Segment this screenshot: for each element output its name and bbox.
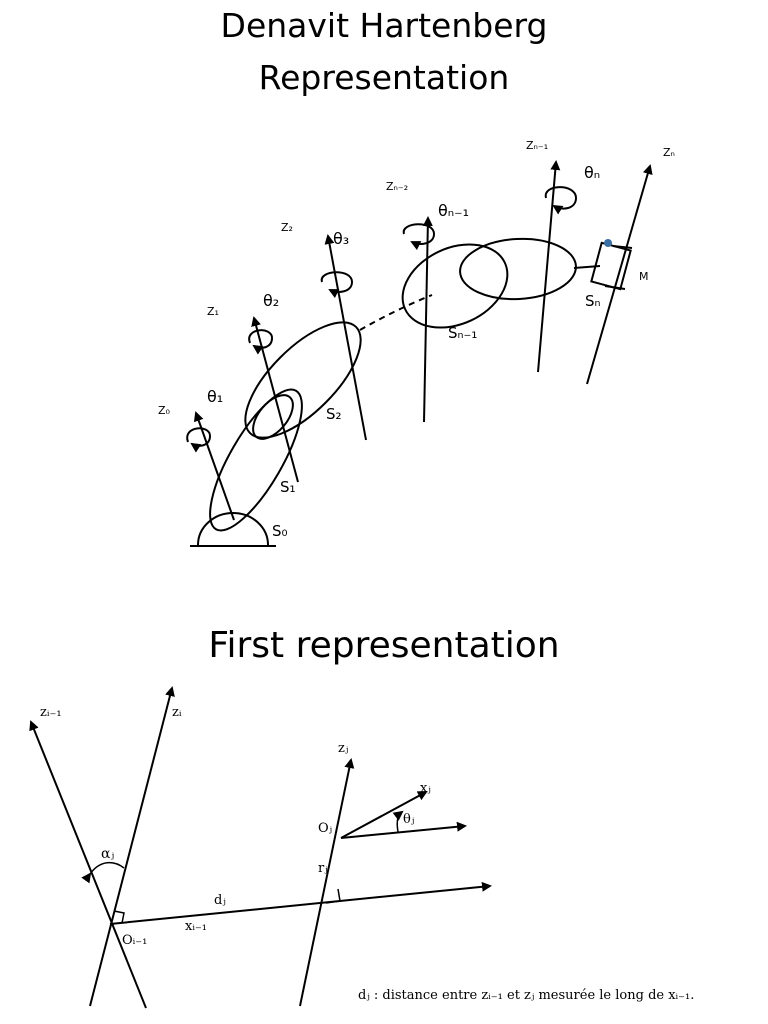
axis-zn: [586, 164, 653, 385]
label-s0: S₀: [272, 522, 288, 540]
label-xi-minus-1: xᵢ₋₁: [185, 919, 207, 934]
right-angle-rj: [325, 888, 341, 904]
axis-zn2: [422, 216, 433, 423]
axis-xi-minus-1: [109, 881, 492, 925]
link-sn1-ellipse: [401, 243, 509, 329]
right-angle-oi1: [113, 910, 125, 924]
label-z2: Z₂: [281, 221, 293, 234]
axis-zn1: [537, 160, 561, 373]
link-sn-ellipse: [459, 237, 577, 301]
rotation-arrow-theta2: [248, 329, 274, 355]
label-zn2: Zₙ₋₂: [386, 180, 408, 193]
label-z1: Z₁: [207, 305, 219, 318]
label-s1: S₁: [280, 478, 296, 496]
label-xj: xⱼ: [420, 781, 431, 796]
label-zi-minus-1: zᵢ₋₁: [40, 705, 62, 720]
axis-z0: [193, 411, 235, 521]
label-rj: rⱼ: [318, 861, 328, 876]
label-oj: Oⱼ: [318, 821, 332, 836]
rotation-arrow-thetan1: [402, 223, 436, 251]
axis-z2: [324, 234, 367, 441]
axis-xj: [340, 791, 428, 839]
link-s2-ellipse: [244, 321, 362, 439]
label-zj: zⱼ: [338, 741, 348, 756]
rotation-arrow-thetan: [544, 186, 578, 215]
main-title: Denavit Hartenberg Representation: [0, 0, 768, 104]
label-zn1: Zₙ₋₁: [526, 139, 548, 152]
rotation-arrow-theta3: [320, 271, 354, 299]
base-dome: [197, 512, 269, 546]
arc-alpha: [81, 861, 125, 884]
label-oi-minus-1: Oᵢ₋₁: [122, 933, 147, 948]
label-sn: Sₙ: [585, 292, 601, 310]
axis-zi-minus-1: [29, 720, 147, 1009]
section-title: First representation: [208, 625, 560, 666]
label-zi: zᵢ: [172, 705, 182, 720]
link-s1-ellipse: [209, 388, 303, 532]
label-sn1: Sₙ₋₁: [448, 324, 477, 342]
axis-zi: [89, 686, 175, 1007]
main-title-line2: Representation: [258, 58, 510, 97]
definition-caption: dⱼ : distance entre zᵢ₋₁ et zⱼ mesurée l…: [358, 988, 695, 1003]
axis-xj-horizontal: [340, 821, 467, 839]
label-end-effector: M: [639, 270, 649, 283]
label-theta-j: θⱼ: [403, 812, 414, 827]
label-zn: Zₙ: [663, 146, 675, 159]
label-theta3: θ₃: [333, 229, 349, 248]
end-effector-dot: [604, 239, 612, 247]
manipulator-diagram: Z₀ Z₁ Z₂ Zₙ₋₂ Zₙ₋₁ Zₙ θ₁ θ₂ θ₃ θₙ₋₁ θₙ S…: [158, 139, 675, 547]
label-thetan1: θₙ₋₁: [438, 201, 469, 220]
label-z0: Z₀: [158, 404, 171, 417]
rotation-arrow-theta1: [186, 427, 212, 453]
label-s2: S₂: [326, 405, 342, 423]
axis-zj: [299, 758, 355, 1007]
label-alpha: αⱼ: [101, 846, 114, 862]
label-theta1: θ₁: [207, 387, 223, 406]
main-title-line1: Denavit Hartenberg: [220, 6, 548, 45]
label-thetan: θₙ: [584, 163, 600, 182]
label-dj: dⱼ: [214, 893, 226, 908]
end-effector-arm-top: [612, 245, 633, 249]
label-theta2: θ₂: [263, 291, 279, 310]
arc-theta: [392, 810, 404, 833]
